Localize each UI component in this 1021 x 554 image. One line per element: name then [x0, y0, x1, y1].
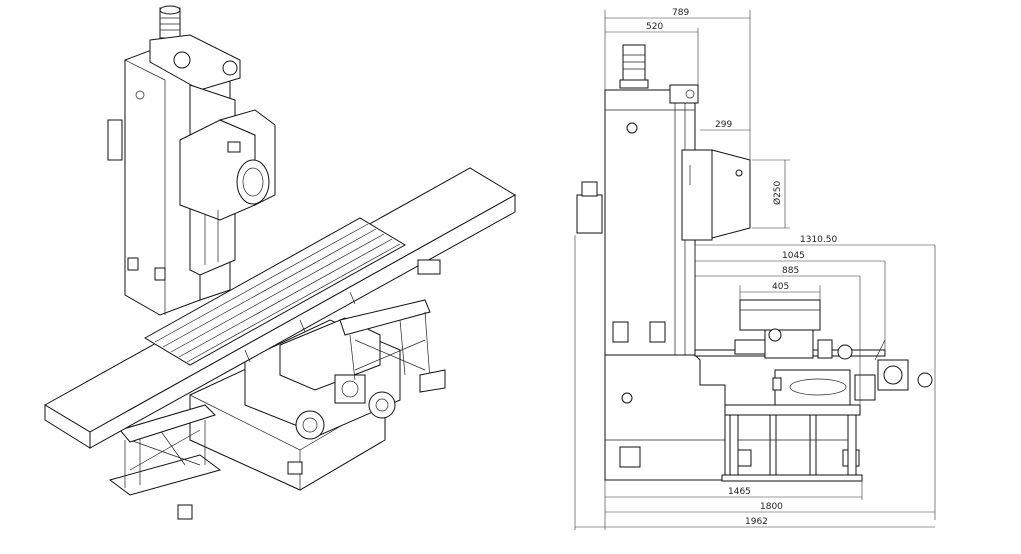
iso-motor — [149, 5, 241, 91]
elev-support-stand — [721, 404, 863, 482]
iso-stand-right — [339, 299, 446, 393]
elev-motor — [619, 44, 699, 104]
dim-column-width: 520 — [646, 22, 663, 32]
side-elevation-view: 789 520 299 Ø250 1310.50 1045 885 405 14… — [574, 8, 936, 530]
iso-spindle-head — [179, 84, 276, 276]
dim-reach-mid: 1045 — [782, 251, 805, 261]
elev-column — [604, 89, 696, 356]
dim-overall-length: 1962 — [745, 517, 768, 527]
dimension-labels: 789 520 299 Ø250 1310.50 1045 885 405 14… — [646, 8, 837, 527]
elev-coolant-tank — [576, 181, 603, 234]
dim-stand-length: 1800 — [760, 502, 783, 512]
isometric-machine-view — [44, 5, 516, 520]
elev-table-assembly — [694, 299, 886, 360]
dimension-lines — [574, 10, 936, 530]
dim-overall-top-width: 789 — [672, 8, 689, 18]
dim-table-width: 405 — [772, 282, 789, 292]
dim-base-length: 1465 — [728, 487, 751, 497]
iso-saddle — [244, 317, 401, 440]
dim-spindle-offset: 299 — [715, 120, 732, 130]
dim-reach-max: 1310.50 — [800, 235, 837, 245]
dim-spindle-diameter: Ø250 — [772, 180, 783, 205]
elev-knee — [772, 339, 933, 406]
elev-base — [604, 354, 860, 481]
iso-stand-left — [108, 404, 222, 520]
elev-spindle-head — [681, 149, 751, 241]
dim-reach-min: 885 — [782, 266, 799, 276]
iso-work-table — [44, 167, 516, 449]
